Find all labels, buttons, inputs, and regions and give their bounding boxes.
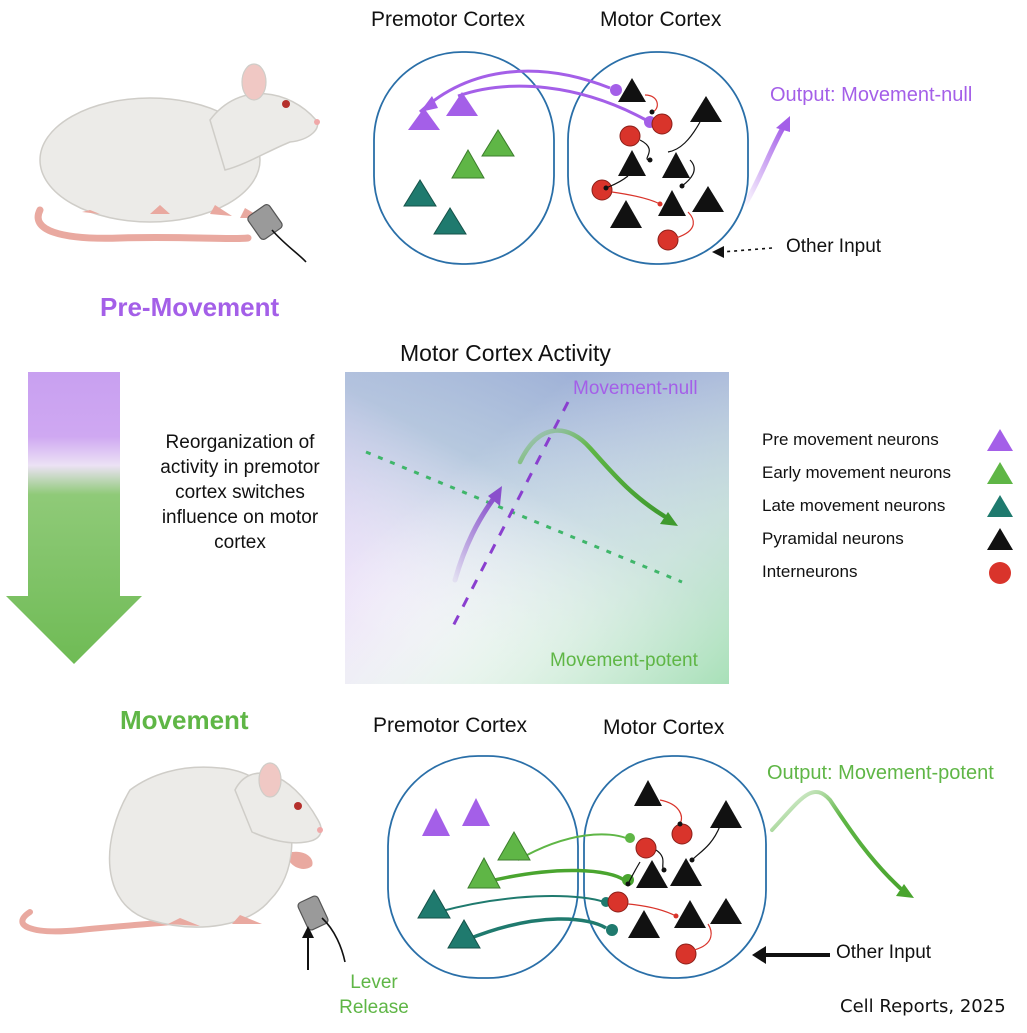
bottom-projection-4 [465,917,607,942]
bottom-output-arrow [770,790,902,890]
bottom-other-input-label: Other Input [836,942,932,963]
top-projection-2 [457,84,647,122]
legend-triangle-icon-3 [987,528,1013,550]
activity-title: Motor Cortex Activity [400,340,611,366]
bottom-premotor-outline [387,755,579,979]
pre-movement-label: Pre-Movement [100,292,280,322]
lever-release-label: Lever Release [339,972,409,1018]
top-output-arrow [741,123,787,209]
movement-label: Movement [120,705,249,735]
top-other-input-label: Other Input [786,236,882,257]
legend-label-2: Late movement neurons [762,496,946,515]
bottom-premotor-title: Premotor Cortex [373,714,528,737]
potent-space-label: Movement-potent [550,650,698,671]
transition-arrow [6,372,142,664]
top-projection-1 [418,69,611,114]
legend-triangle-icon-1 [987,462,1013,484]
legend-label-3: Pyramidal neurons [762,529,904,548]
top-motor-neurons [591,78,724,251]
legend-label-1: Early movement neurons [762,463,951,482]
mouse-reaching-icon [19,762,346,970]
bottom-motor-neurons [607,780,742,965]
bottom-premotor-neurons [417,798,531,949]
legend-triangle-icon-0 [987,429,1013,451]
null-axis [448,401,570,633]
bottom-projection-3 [437,895,605,913]
top-motor-title: Motor Cortex [600,8,722,31]
legend-label-4: Interneurons [762,562,858,581]
bottom-projection-1 [517,833,627,861]
top-premotor-title: Premotor Cortex [371,8,526,31]
top-premotor-outline [373,51,555,265]
mouse-standing-icon [34,63,320,263]
top-motor-outline [567,51,749,265]
null-space-label: Movement-null [573,378,698,399]
potent-axis [365,450,683,584]
legend-label-0: Pre movement neurons [762,430,939,449]
top-other-input-arrow [721,247,773,253]
citation: Cell Reports, 2025 [840,996,1006,1017]
bottom-motor-title: Motor Cortex [603,716,725,739]
bottom-output-label: Output: Movement-potent [767,762,994,784]
top-premotor-neurons [403,92,515,235]
top-output-label: Output: Movement-null [770,84,973,106]
legend-circle-icon-4 [989,562,1011,584]
bottom-motor-outline [583,755,767,979]
legend-triangle-icon-2 [987,495,1013,517]
movement-trajectory [517,428,667,519]
bottom-projection-2 [485,868,626,884]
pre-movement-trajectory [452,495,497,583]
activity-panel [345,372,729,684]
legend-icons [987,429,1013,584]
transition-caption: Reorganization of activity in premotor c… [160,432,320,553]
